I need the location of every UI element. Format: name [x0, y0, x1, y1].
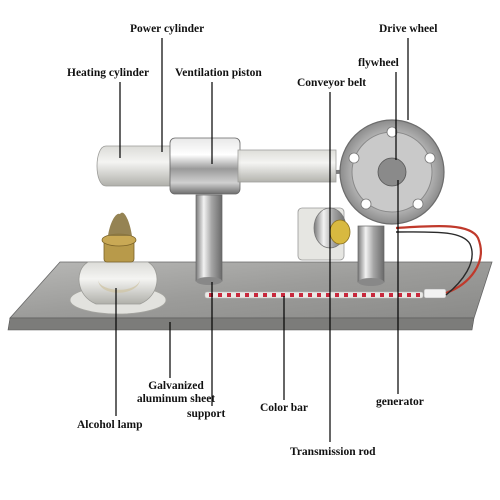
led: [236, 293, 240, 297]
led: [290, 293, 294, 297]
led: [407, 293, 411, 297]
red-wire: [395, 224, 482, 295]
label-power-cylinder: Power cylinder: [130, 23, 205, 35]
power-cylinder-body: [169, 137, 337, 195]
led: [299, 293, 303, 297]
led: [353, 293, 357, 297]
black-wire: [395, 231, 473, 296]
led: [281, 293, 285, 297]
led: [308, 293, 312, 297]
led: [245, 293, 249, 297]
led-color-bar: [204, 288, 447, 299]
label-galvanized-sheet: Galvanized aluminum sheet: [130, 380, 222, 406]
label-drive-wheel: Drive wheel: [379, 23, 438, 35]
alcohol-lamp: [69, 212, 167, 315]
label-heating-cylinder: Heating cylinder: [67, 67, 150, 79]
generator-motor: [297, 207, 351, 261]
label-generator: generator: [376, 396, 424, 408]
led: [344, 293, 348, 297]
support-posts: [195, 194, 385, 286]
led: [227, 293, 231, 297]
label-conveyor-belt: Conveyor belt: [297, 77, 367, 89]
label-alcohol-lamp: Alcohol lamp: [77, 419, 143, 431]
led: [317, 293, 321, 297]
led: [218, 293, 222, 297]
label-galvanized-line1: Galvanized: [148, 380, 204, 392]
led: [272, 293, 276, 297]
led: [263, 293, 267, 297]
led: [362, 293, 366, 297]
flywheel: [339, 119, 445, 225]
label-support: support: [187, 408, 226, 420]
led: [389, 293, 393, 297]
label-flywheel: flywheel: [358, 57, 399, 69]
led: [335, 293, 339, 297]
label-ventilation-piston: Ventilation piston: [175, 67, 262, 79]
led: [416, 293, 420, 297]
leader-lines: [115, 38, 409, 442]
led: [254, 293, 258, 297]
label-color-bar: Color bar: [260, 402, 309, 414]
label-galvanized-line2: aluminum sheet: [136, 393, 216, 405]
led: [371, 293, 375, 297]
led: [326, 293, 330, 297]
label-transmission-rod: Transmission rod: [290, 446, 376, 458]
led: [380, 293, 384, 297]
led: [209, 293, 213, 297]
heating-cylinder: [96, 145, 173, 187]
led: [398, 293, 402, 297]
